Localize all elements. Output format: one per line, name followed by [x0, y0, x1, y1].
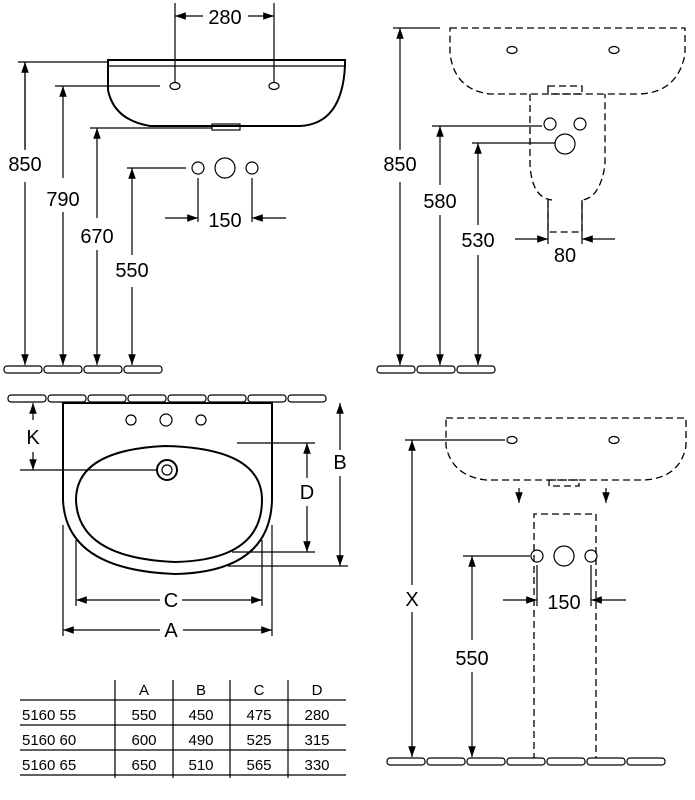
dim-a: A	[164, 620, 178, 642]
table-cell: 650	[131, 757, 156, 774]
dim-550-side: 550	[115, 260, 148, 282]
dim-850-side: 850	[8, 154, 41, 176]
basin-plan-outer	[62, 402, 273, 576]
table-header-d: D	[312, 682, 323, 699]
table-cell: 510	[188, 757, 213, 774]
dim-550-wall: 550	[455, 648, 488, 670]
dim-280: 280	[208, 7, 241, 29]
table-cell: 525	[246, 732, 271, 749]
table-cell: 475	[246, 707, 271, 724]
dimension-table: A B C D 5160 55 550 450 475 280 5160 60 …	[20, 680, 346, 778]
dim-150-side: 150	[208, 210, 241, 232]
dim-530: 530	[461, 230, 494, 252]
dim-k: K	[26, 427, 40, 449]
table-cell-model: 5160 60	[22, 732, 76, 749]
waste-outlet	[211, 123, 241, 131]
table-cell: 600	[131, 732, 156, 749]
table-cell: 565	[246, 757, 271, 774]
dim-670: 670	[80, 226, 113, 248]
dim-850-front: 850	[383, 154, 416, 176]
connection-left	[191, 161, 205, 175]
table-cell-model: 5160 55	[22, 707, 76, 724]
basin-outline	[107, 59, 346, 127]
drain	[156, 459, 178, 481]
pedestal-view: 80 850 580 530	[376, 27, 686, 374]
table-cell: 330	[304, 757, 329, 774]
table-cell: 280	[304, 707, 329, 724]
tap-hole-left	[169, 81, 181, 91]
basin-plan-inner	[74, 444, 264, 564]
plan-view: K D B C A	[7, 394, 348, 642]
table-header-b: B	[196, 682, 206, 699]
table-cell: 450	[188, 707, 213, 724]
table-header-c: C	[254, 682, 265, 699]
pedestal-column-dashed	[533, 513, 597, 760]
table-header-a: A	[139, 682, 149, 699]
table-cell: 490	[188, 732, 213, 749]
dim-c: C	[164, 590, 178, 612]
table-cell: 550	[131, 707, 156, 724]
tap-hole-right	[268, 81, 280, 91]
dim-150-wall: 150	[547, 592, 580, 614]
dim-b: B	[333, 452, 346, 474]
wall-view: 150 X 550	[386, 417, 687, 766]
dim-d: D	[300, 482, 314, 504]
table-cell-model: 5160 65	[22, 757, 76, 774]
side-view: 280 150 850 790 670 550	[3, 3, 346, 374]
basin-dashed	[449, 27, 686, 95]
dim-790: 790	[46, 189, 79, 211]
dim-80: 80	[554, 245, 576, 267]
connection-right	[245, 161, 259, 175]
table-cell: 315	[304, 732, 329, 749]
basin-dashed-2	[445, 417, 687, 481]
dim-580: 580	[423, 191, 456, 213]
dim-x: X	[405, 589, 418, 611]
connection-center	[214, 157, 236, 179]
pedestal-dashed	[529, 94, 606, 233]
